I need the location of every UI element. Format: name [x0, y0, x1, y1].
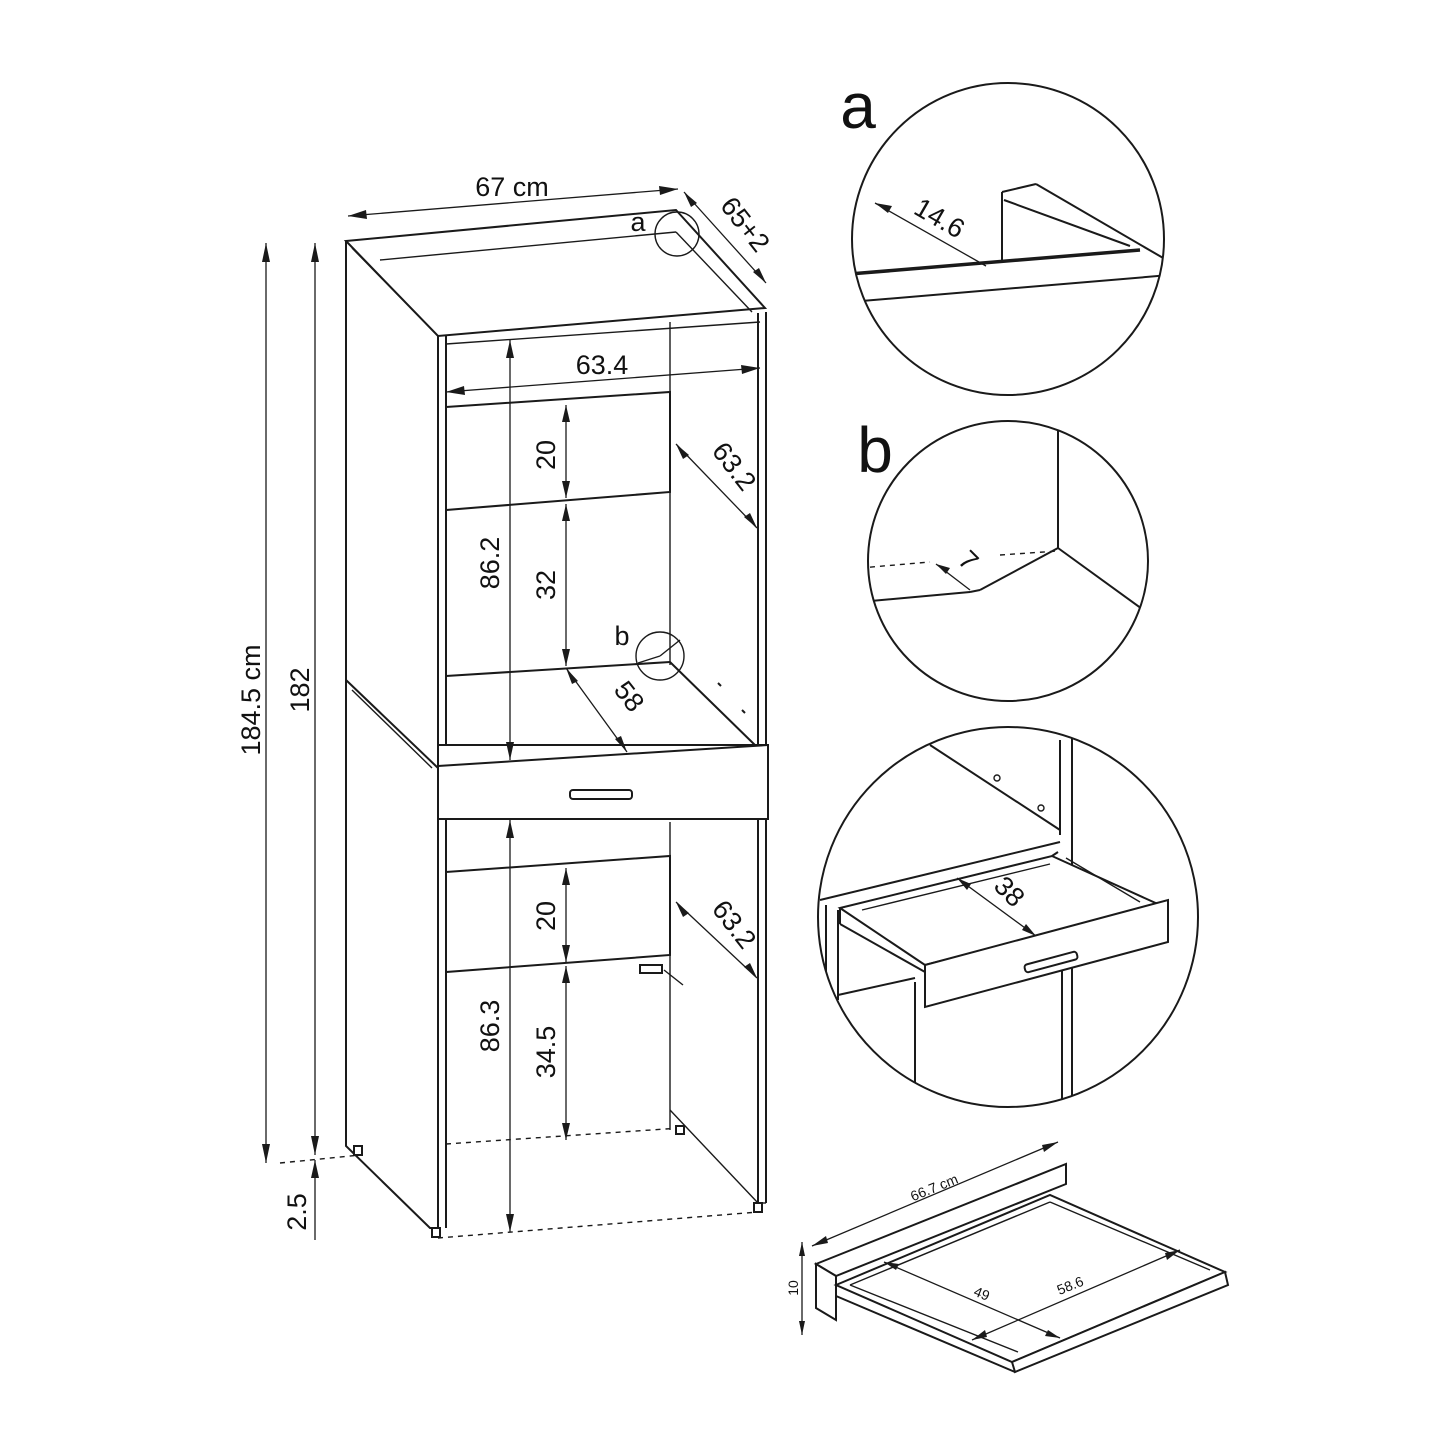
marker-a-circle [654, 211, 700, 257]
detail-drawer-front [924, 898, 1169, 1009]
marker-a-label: a [630, 207, 646, 237]
inner-width-label: 63.4 [576, 350, 629, 380]
lower-gap-height-label: 34.5 [531, 1026, 561, 1079]
upper-gap-height-label: 32 [531, 570, 561, 600]
detail-drawer: 38 [817, 726, 1199, 1108]
shelf-plate [833, 1193, 1228, 1364]
lower-compartment-height-label: 86.3 [475, 1000, 505, 1053]
drawer-handle [569, 789, 633, 800]
shelf-height-label: 10 [785, 1280, 801, 1296]
body-height-label: 182 [285, 667, 315, 712]
feet-height-label: 2.5 [282, 1193, 312, 1231]
detail-a: a 14.6 [840, 70, 1165, 396]
detail-b: b 7 [857, 414, 1149, 702]
depth-label: 65+2 [715, 191, 776, 257]
lower-shelf-height-label: 20 [531, 901, 561, 931]
cabinet-view: 67 cm 65+2 184.5 cm 182 2.5 63.4 20 63.2… [236, 172, 776, 1240]
shelf-dimension-left: 49 [972, 1283, 993, 1304]
detail-b-title: b [857, 414, 893, 486]
upper-compartment-height-label: 86.2 [475, 537, 505, 590]
cabinet-left-side [345, 241, 439, 1229]
detail-b-dimension: 7 [952, 545, 984, 577]
width-label: 67 cm [475, 172, 549, 202]
shelf-part-view: 66.7 cm 10 49 58.6 [785, 1141, 1230, 1374]
drawer-front [437, 744, 769, 820]
marker-b-circle [635, 631, 685, 681]
detail-a-circle [851, 82, 1165, 396]
upper-floor-depth-label: 58 [608, 675, 650, 717]
top-shelf-depth-label: 63.2 [706, 437, 762, 497]
lower-shelf [445, 854, 671, 974]
detail-a-title: a [840, 70, 876, 142]
marker-b-label: b [614, 621, 629, 651]
detail-a-dimension: 14.6 [909, 192, 970, 244]
shelf-length-label: 66.7 cm [908, 1171, 960, 1204]
top-shelf-height-label: 20 [531, 440, 561, 470]
detail-drawer-circle [817, 726, 1199, 1108]
total-height-label: 184.5 cm [236, 644, 266, 755]
cabinet-top [343, 208, 768, 338]
lower-shelf-depth-label: 63.2 [706, 895, 762, 955]
detail-b-circle [867, 420, 1149, 702]
